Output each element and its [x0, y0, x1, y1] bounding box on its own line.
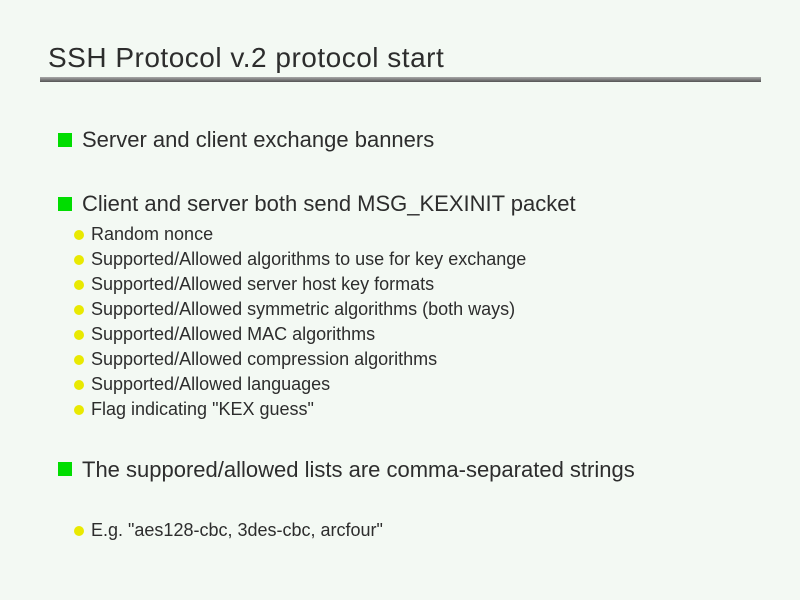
sub-bullet-item: Supported/Allowed server host key format… — [74, 272, 434, 297]
yellow-dot-bullet-icon — [74, 404, 84, 415]
bullet-text: Client and server both send MSG_KEXINIT … — [82, 191, 576, 216]
sub-bullet-item: Supported/Allowed MAC algorithms — [74, 322, 375, 347]
bullet-item-comma-separated: The suppored/allowed lists are comma-sep… — [58, 452, 642, 487]
sub-bullet-item: Supported/Allowed algorithms to use for … — [74, 247, 526, 272]
bullet-item-kexinit: Client and server both send MSG_KEXINIT … — [58, 190, 576, 218]
sub-bullet-item: Flag indicating "KEX guess" — [74, 397, 314, 422]
sub-bullet-item: Supported/Allowed compression algorithms — [74, 347, 437, 372]
yellow-dot-bullet-icon — [74, 329, 84, 340]
yellow-dot-bullet-icon — [74, 279, 84, 290]
sub-bullet-text: Flag indicating "KEX guess" — [91, 399, 314, 419]
sub-bullet-text: Supported/Allowed server host key format… — [91, 274, 435, 294]
bullet-item-banners: Server and client exchange banners — [58, 126, 434, 154]
sub-bullet-item: Supported/Allowed languages — [74, 372, 330, 397]
yellow-dot-bullet-icon — [74, 229, 84, 240]
sub-bullet-item: Supported/Allowed symmetric algorithms (… — [74, 297, 515, 322]
sub-bullet-item: Random nonce — [74, 222, 213, 247]
sub-bullet-text: Supported/Allowed compression algorithms — [91, 349, 438, 369]
sub-bullet-text: Supported/Allowed MAC algorithms — [91, 324, 376, 344]
slide-title: SSH Protocol v.2 protocol start — [48, 42, 445, 73]
green-square-bullet-icon — [58, 197, 72, 211]
green-square-bullet-icon — [58, 462, 72, 476]
sub-bullet-text: Supported/Allowed languages — [91, 374, 331, 394]
green-square-bullet-icon — [58, 133, 72, 147]
sub-bullet-text: E.g. "aes128-cbc, 3des-cbc, arcfour" — [91, 520, 383, 540]
yellow-dot-bullet-icon — [74, 254, 84, 265]
yellow-dot-bullet-icon — [74, 379, 84, 390]
sub-bullet-text: Random nonce — [91, 224, 214, 244]
sub-bullet-text: Supported/Allowed symmetric algorithms (… — [91, 299, 516, 319]
bullet-text: The suppored/allowed lists are comma-sep… — [82, 457, 635, 482]
bullet-text: Server and client exchange banners — [82, 127, 435, 152]
sub-bullet-text: Supported/Allowed algorithms to use for … — [91, 249, 527, 269]
yellow-dot-bullet-icon — [74, 525, 84, 536]
title-underline-rule — [40, 77, 761, 82]
yellow-dot-bullet-icon — [74, 354, 84, 365]
yellow-dot-bullet-icon — [74, 304, 84, 315]
sub-bullet-item: E.g. "aes128-cbc, 3des-cbc, arcfour" — [74, 518, 383, 543]
